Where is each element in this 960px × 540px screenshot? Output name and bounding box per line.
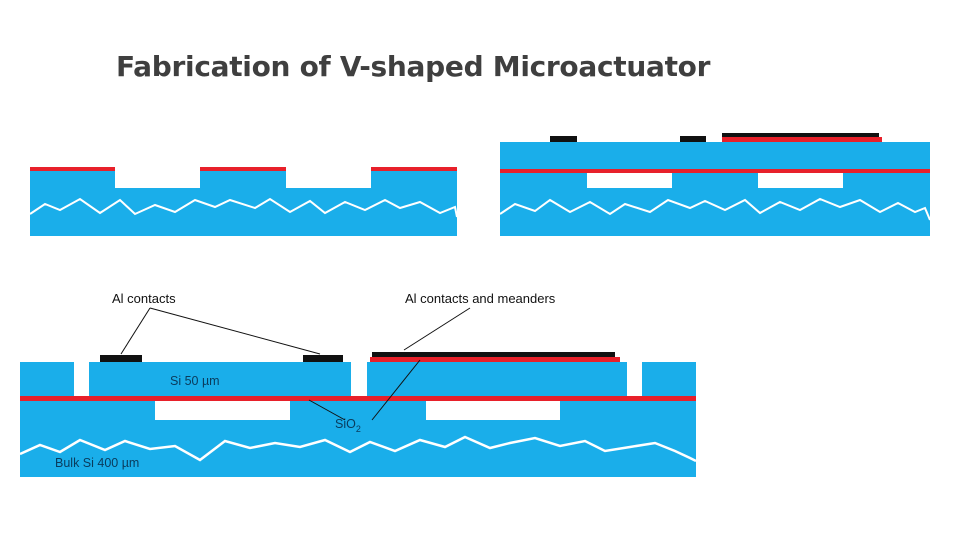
step-1-fracture-line [29,197,458,218]
step-2-silicon-device-layer [500,142,930,169]
step-3-cavity [426,401,560,420]
step-2-oxide [500,169,930,173]
step-3-oxide [20,396,696,401]
label-si-layer: Si 50 µm [170,374,220,388]
label-sio2: SiO2 [335,417,361,434]
step-3-silicon-device-segment [367,362,627,396]
step-3-silicon-device-segment [89,362,351,396]
step-2-al-contact [680,136,706,142]
label-sio2-subscript: 2 [356,424,361,434]
step-3-fracture-line [19,435,697,463]
step-3-meander-oxide [370,357,620,362]
leader-line-sio2-left [308,399,346,421]
label-al-contacts-meanders: Al contacts and meanders [405,291,556,306]
step-3-silicon-device-segment [642,362,696,396]
step-3-al-contact [100,355,142,362]
step-2-al-contact [550,136,577,142]
step-1-oxide [371,167,457,171]
label-bulk-si: Bulk Si 400 µm [55,456,139,470]
step-1-silicon [30,170,457,236]
step-2-fracture-line [499,197,931,221]
step-2-meander-oxide [722,137,882,142]
label-sio2-base: SiO [335,417,356,431]
label-al-contacts: Al contacts [112,291,176,306]
step-1-oxide [30,167,115,171]
leader-line-meanders [403,307,471,351]
step-2-meander-al [722,133,879,137]
step-2-wafer [499,133,931,236]
step-2-cavity [758,173,843,188]
step-2-cavity [587,173,672,188]
step-3-wafer [19,352,697,477]
step-3-cavity [155,401,290,420]
step-1-wafer [29,167,458,236]
annotations: Al contacts Al contacts and meanders Si … [55,291,556,470]
step-1-oxide [200,167,286,171]
leader-line-al-contact-right [149,307,321,355]
leader-line-al-contact-left [120,307,151,355]
step-3-meander-al [372,352,615,357]
leader-line-sio2-right [371,359,421,421]
step-3-al-contact [303,355,343,362]
slide-title: Fabrication of V-shaped Microactuator [116,50,711,83]
step-3-silicon-device-segment [20,362,74,396]
